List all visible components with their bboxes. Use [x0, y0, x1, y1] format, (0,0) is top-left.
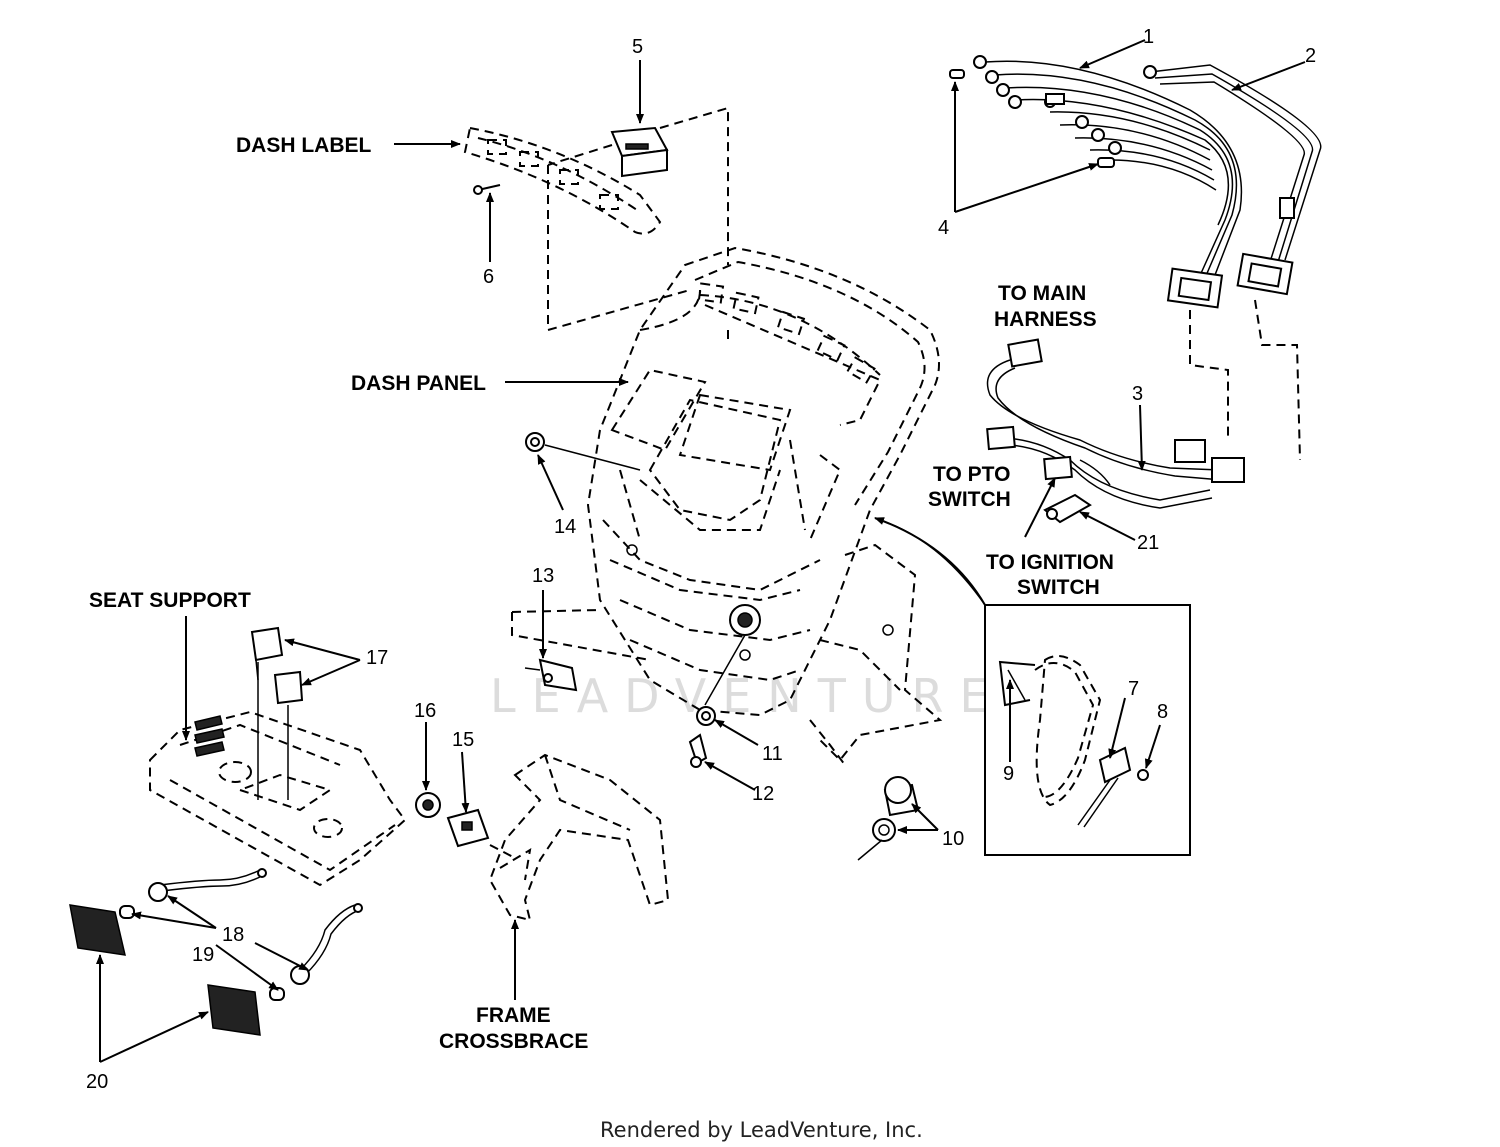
wire-harness-part-2 [1143, 64, 1322, 296]
callout-10: 10 [942, 828, 964, 850]
connector-part-21 [1043, 493, 1092, 524]
to-ignition-switch-text-1: TO IGNITION [986, 551, 1114, 574]
callout-16: 16 [414, 700, 436, 722]
ignition-bezel [729, 604, 761, 636]
dash-panel-part [586, 246, 940, 717]
footer-credit: Rendered by LeadVenture, Inc. [600, 1118, 923, 1142]
to-main-harness-text-1: TO MAIN [998, 282, 1086, 305]
hour-meter-part-5 [610, 126, 669, 178]
seat-switch-parts [998, 655, 1149, 828]
callout-6: 6 [483, 266, 494, 288]
bulb-parts-19 [119, 905, 285, 1001]
to-pto-switch-text-2: SWITCH [928, 488, 1011, 511]
callout-9: 9 [1003, 763, 1014, 785]
ignition-switch-part-10 [857, 776, 920, 861]
callout-3: 3 [1132, 383, 1143, 405]
callout-14: 14 [554, 516, 576, 538]
callout-21: 21 [1137, 532, 1159, 554]
dash-label-text: DASH LABEL [236, 134, 372, 157]
dash-panel-skirt [809, 543, 943, 766]
callout-11: 11 [762, 743, 783, 765]
dash-label-part [463, 126, 662, 235]
to-pto-switch-text-1: TO PTO [933, 463, 1010, 486]
callout-1: 1 [1143, 26, 1154, 48]
terminal-part-4 [949, 69, 1115, 168]
switch-parts-17 [250, 626, 304, 800]
callout-5: 5 [632, 36, 643, 58]
seat-support-text: SEAT SUPPORT [89, 589, 251, 612]
screw-part-6 [473, 184, 501, 195]
callout-4: 4 [938, 217, 949, 239]
dash-panel-text: DASH PANEL [351, 372, 486, 395]
key-part-12 [688, 733, 708, 768]
callout-18: 18 [222, 924, 244, 946]
callout-2: 2 [1305, 45, 1316, 67]
nut-part-14 [525, 432, 545, 452]
seat-support-part [149, 710, 407, 887]
to-main-harness-text-2: HARNESS [994, 308, 1097, 331]
nut-part-11 [696, 706, 716, 726]
callout-8: 8 [1157, 701, 1168, 723]
toggle-switch-part-13 [524, 658, 578, 692]
relay-part-15 [446, 808, 490, 848]
callout-15: 15 [452, 729, 474, 751]
callout-20: 20 [86, 1071, 108, 1093]
wire-lead-parts-18 [148, 868, 363, 985]
callout-12: 12 [752, 783, 774, 805]
wire-harness-part-1 [973, 55, 1243, 309]
frame-crossbrace-text-2: CROSSBRACE [439, 1030, 588, 1053]
callout-7: 7 [1128, 678, 1139, 700]
callout-13: 13 [532, 565, 554, 587]
callout-19: 19 [192, 944, 214, 966]
to-ignition-switch-text-2: SWITCH [1017, 576, 1100, 599]
inset-box [984, 604, 1191, 856]
callout-17: 17 [366, 647, 388, 669]
frame-crossbrace-part [488, 753, 670, 922]
lens-parts-20 [69, 904, 261, 1036]
lamp-socket-part-16 [415, 792, 441, 818]
wire-harness-part-3 [986, 338, 1245, 509]
frame-crossbrace-text-1: FRAME [476, 1004, 551, 1027]
